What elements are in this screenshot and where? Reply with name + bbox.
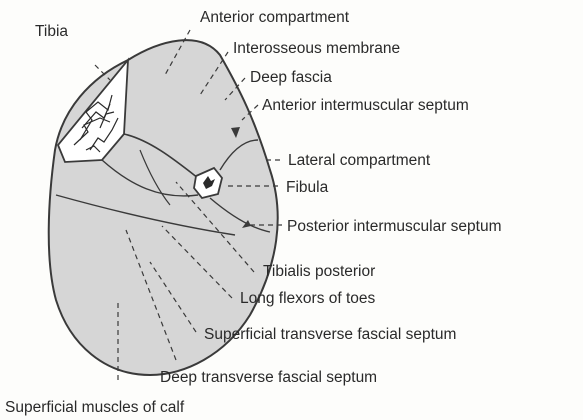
label-deep-transverse-fascial-septum: Deep transverse fascial septum <box>160 369 377 386</box>
label-tibia: Tibia <box>35 23 68 40</box>
leg-outline <box>49 40 278 375</box>
label-long-flexors-of-toes: Long flexors of toes <box>240 290 376 307</box>
label-superficial-muscles-of-calf: Superficial muscles of calf <box>5 399 185 416</box>
label-lateral-compartment: Lateral compartment <box>288 152 431 169</box>
label-superficial-transverse-fascial-septum: Superficial transverse fascial septum <box>204 326 456 343</box>
label-posterior-intermuscular-septum: Posterior intermuscular septum <box>287 218 502 235</box>
label-anterior-intermuscular-septum: Anterior intermuscular septum <box>262 97 469 114</box>
label-anterior-compartment: Anterior compartment <box>200 9 350 26</box>
label-tibialis-posterior: Tibialis posterior <box>263 263 375 280</box>
label-deep-fascia: Deep fascia <box>250 69 332 86</box>
label-fibula: Fibula <box>286 179 329 196</box>
label-interosseous-membrane: Interosseous membrane <box>233 40 400 57</box>
